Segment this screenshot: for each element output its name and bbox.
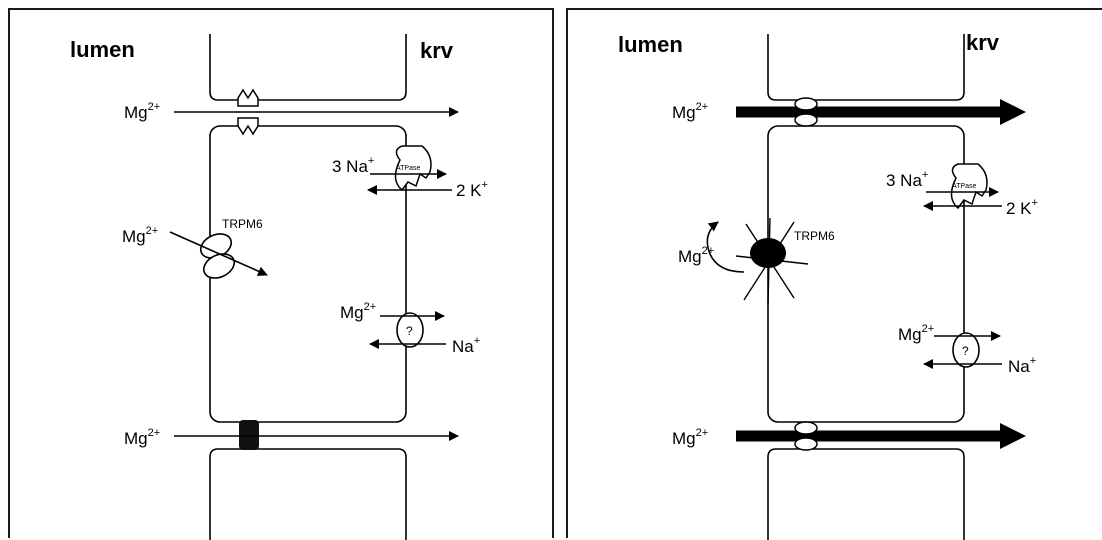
exchanger-label: ? xyxy=(962,344,969,358)
neighbor-cell-top xyxy=(209,34,407,101)
mg-label: Mg2+ xyxy=(340,301,376,322)
neighbor-cell-bottom xyxy=(209,448,407,540)
blood-label: krv xyxy=(966,30,1000,55)
tight-junction-bottom xyxy=(239,420,259,450)
tight-junction-top xyxy=(237,88,259,136)
na3-label: 3 Na+ xyxy=(332,155,374,176)
mg-label: Mg2+ xyxy=(672,427,708,448)
mg-label: Mg2+ xyxy=(124,101,160,122)
blood-label: krv xyxy=(420,38,454,63)
tight-junction-top xyxy=(794,97,818,127)
epithelial-cell xyxy=(209,125,407,423)
atpase-pump xyxy=(394,145,432,192)
epithelial-cell xyxy=(767,125,965,423)
k2-label: 2 K+ xyxy=(1006,197,1038,218)
na-label: Na+ xyxy=(1008,355,1036,376)
diagram-normal: lumen krv Mg2+ Mg2+ Mg2+ TRPM6 ATPase xyxy=(70,34,488,540)
lumen-label: lumen xyxy=(70,37,135,62)
exchanger xyxy=(952,332,980,368)
mg-label: Mg2+ xyxy=(678,245,714,266)
atpase-label: ATPase xyxy=(396,165,420,172)
trpm6-channel-defective xyxy=(735,217,809,305)
neighbor-cell-top xyxy=(767,34,965,101)
trpm6-label: TRPM6 xyxy=(794,229,835,243)
neighbor-cell-bottom xyxy=(767,448,965,540)
diagram-mutant: lumen krv Mg2+ Mg2+ Mg2+ xyxy=(618,30,1038,540)
mg-label: Mg2+ xyxy=(122,225,158,246)
exchanger-label: ? xyxy=(406,324,413,338)
panel-normal: lumen krv Mg2+ Mg2+ Mg2+ TRPM6 ATPase xyxy=(8,8,554,540)
trpm6-channel xyxy=(199,233,236,279)
mg-label: Mg2+ xyxy=(898,323,934,344)
trpm6-label: TRPM6 xyxy=(222,217,263,231)
panel-mutant: lumen krv Mg2+ Mg2+ Mg2+ xyxy=(566,8,1102,540)
mg-label: Mg2+ xyxy=(124,427,160,448)
atpase-label: ATPase xyxy=(952,183,976,190)
lumen-label: lumen xyxy=(618,32,683,57)
exchanger xyxy=(396,312,424,348)
na-label: Na+ xyxy=(452,335,480,356)
mg-label: Mg2+ xyxy=(672,101,708,122)
tight-junction-bottom xyxy=(794,421,818,451)
na3-label: 3 Na+ xyxy=(886,169,928,190)
mg-uptake-arrow xyxy=(169,231,268,276)
atpase-pump xyxy=(950,163,988,210)
mg-backflow-arrow xyxy=(706,221,745,273)
k2-label: 2 K+ xyxy=(456,179,488,200)
